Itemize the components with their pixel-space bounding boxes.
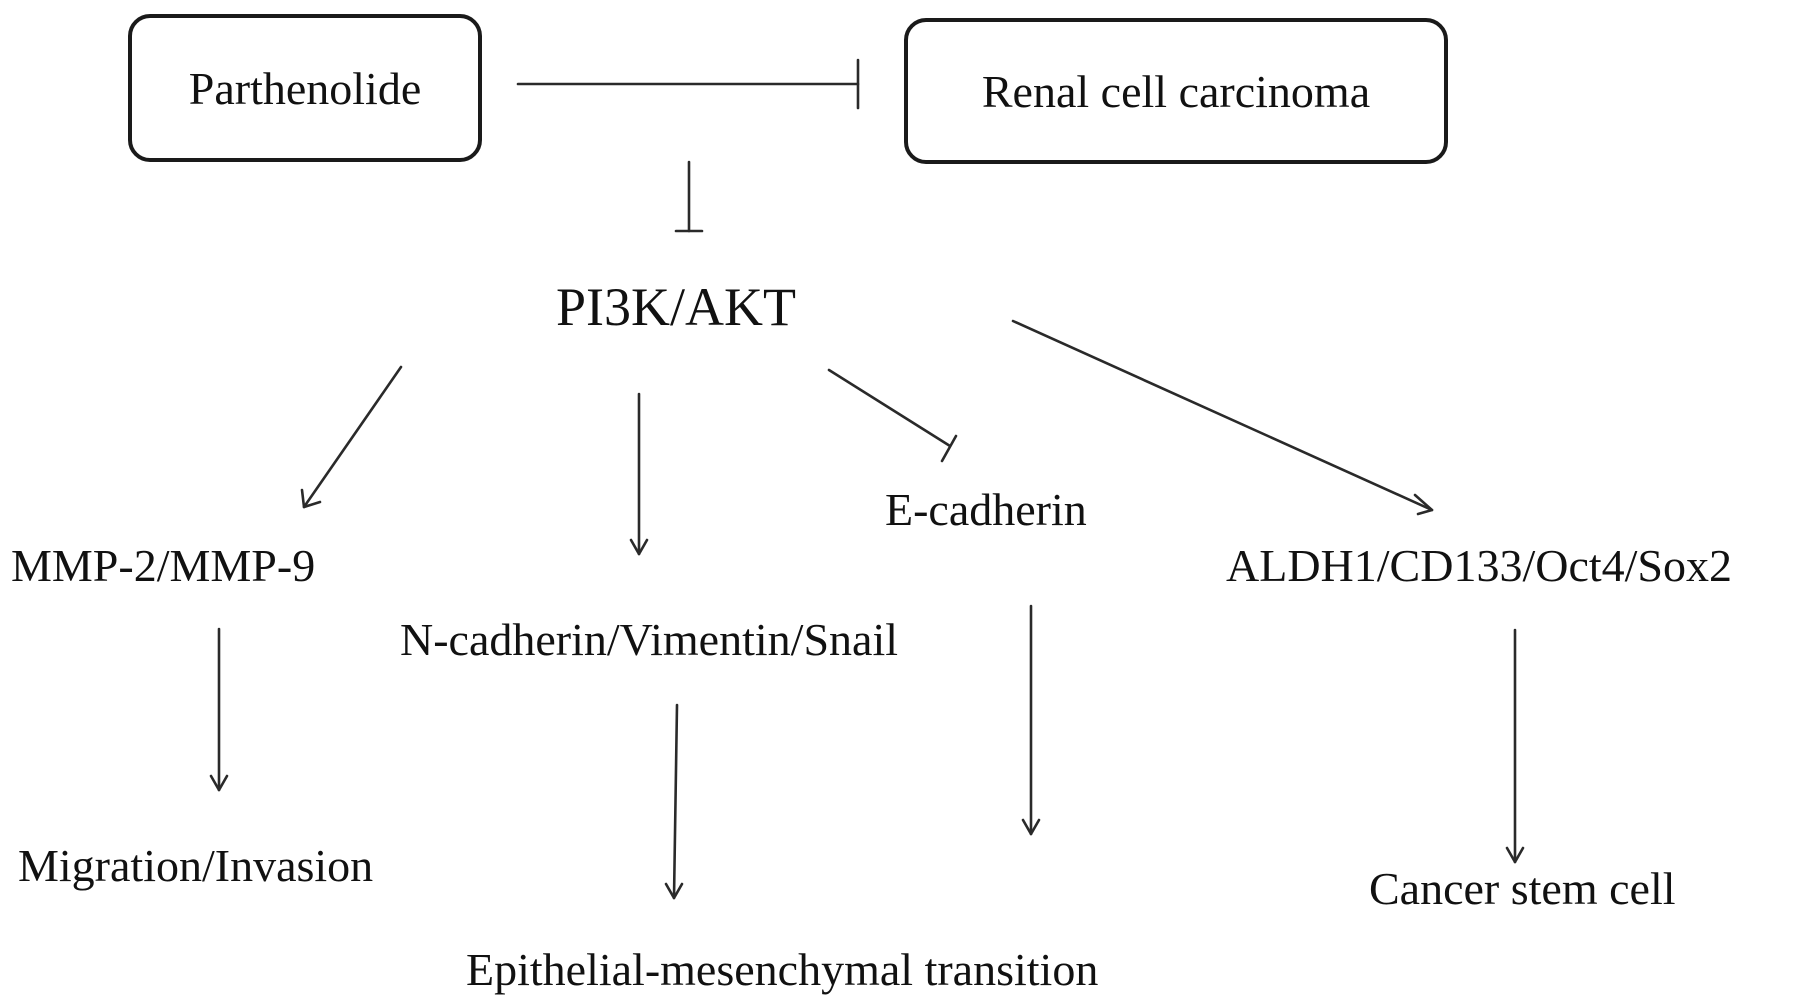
renal-cell-carcinoma-label: Renal cell carcinoma	[981, 65, 1371, 117]
cancer-stem-cell-label: Cancer stem cell	[1369, 863, 1676, 914]
edge-ecadherin-to-emt	[1021, 604, 1041, 836]
edge-parthenolide-inhibits-rcc	[516, 58, 860, 110]
edge-pi3k-to-mmp	[300, 365, 403, 509]
edge-pi3k-to-ncadherin	[629, 392, 649, 556]
migration-invasion-label: Migration/Invasion	[18, 840, 374, 891]
renal-cell-carcinoma-box: Renal cell carcinoma	[904, 18, 1448, 164]
emt-label: Epithelial-mesenchymal transition	[466, 944, 1099, 995]
mmp-label: MMP-2/MMP-9	[11, 540, 316, 591]
edge-mmp-to-migration	[209, 627, 229, 792]
edge-parthenolide-inhibits-pi3k	[674, 160, 704, 233]
edge-pi3k-inhibits-ecadherin	[827, 368, 958, 463]
parthenolide-box: Parthenolide	[128, 14, 482, 162]
edge-pi3k-to-aldh1	[1011, 319, 1434, 516]
n-cadherin-label: N-cadherin/Vimentin/Snail	[400, 614, 899, 665]
parthenolide-label: Parthenolide	[188, 62, 422, 114]
aldh1-label: ALDH1/CD133/Oct4/Sox2	[1226, 540, 1732, 591]
e-cadherin-label: E-cadherin	[885, 484, 1087, 535]
pi3k-akt-label: PI3K/AKT	[556, 277, 796, 337]
edge-aldh1-to-csc	[1505, 628, 1525, 864]
edge-ncadherin-to-emt	[664, 703, 684, 900]
